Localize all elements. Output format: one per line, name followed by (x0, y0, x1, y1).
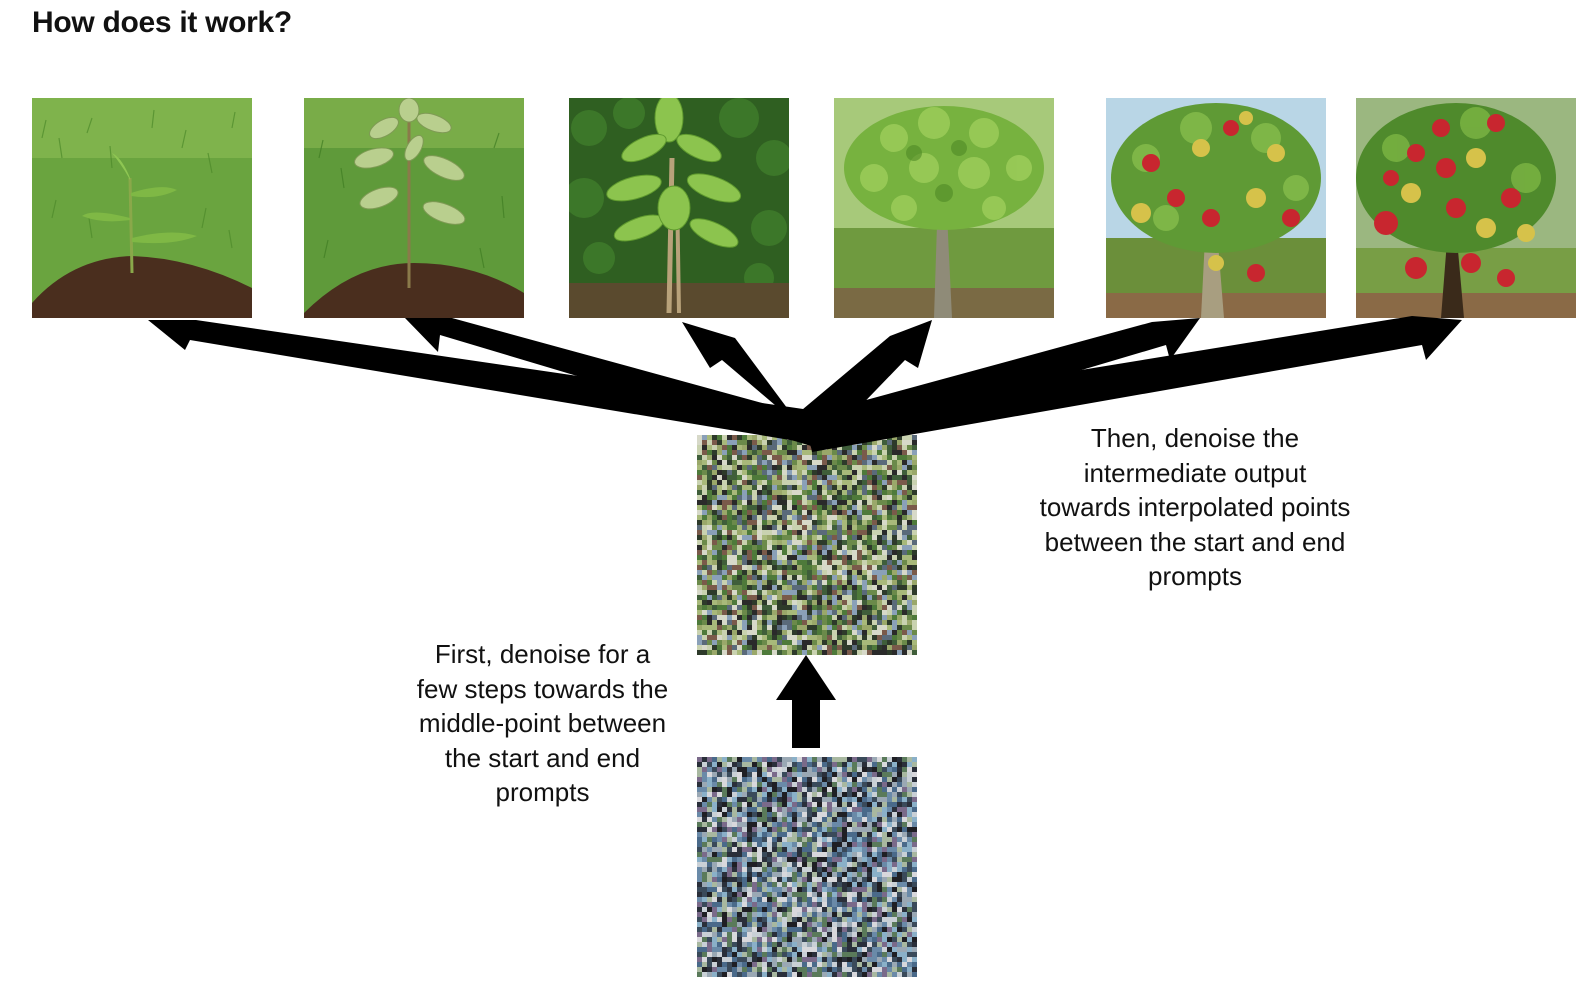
caption-interpolate: Then, denoise the intermediate output to… (1039, 423, 1351, 591)
arrow-to-sapling (405, 318, 818, 448)
arrow-up-denoise (776, 655, 836, 748)
stage-image-full-apple-tree (1356, 98, 1576, 318)
caption-first-denoise: First, denoise for a few steps towards t… (416, 639, 669, 807)
stage-image-leafy-tree (834, 98, 1054, 318)
initial-noise-image (697, 757, 917, 977)
page-heading: How does it work? (32, 6, 292, 39)
arrow-to-young-tree (682, 322, 822, 445)
stage-image-sapling (304, 98, 524, 318)
stage-image-fruiting-tree (1106, 98, 1326, 318)
stage-image-young-tree (569, 98, 789, 318)
arrow-to-full-apple-tree (805, 316, 1462, 452)
stage-image-seedling (32, 98, 252, 318)
intermediate-noise-image (697, 435, 917, 655)
arrow-to-seedling (148, 320, 820, 445)
